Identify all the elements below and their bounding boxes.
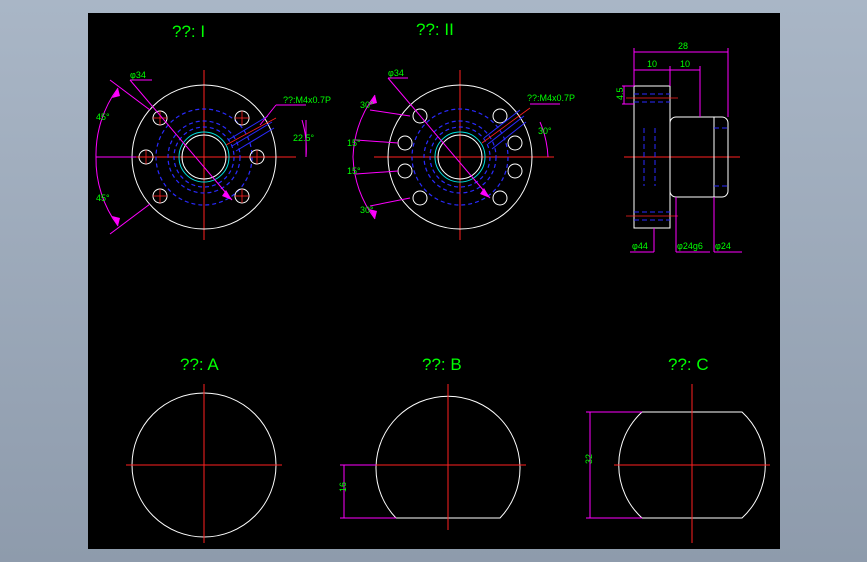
view-ii-bore-outer	[434, 131, 486, 183]
title-view-c: ??: C	[668, 355, 709, 374]
view-i-angle-1: 45°	[96, 112, 110, 122]
title-view-b: ??: B	[422, 355, 462, 374]
view-b-outline	[375, 395, 521, 519]
view-i-bore	[181, 134, 227, 180]
view-ii-arrows	[369, 95, 490, 219]
side-len-2: 10	[680, 59, 690, 69]
view-ii-angle-3: 15°	[347, 166, 361, 176]
view-i-dimensions	[95, 79, 307, 235]
title-view-ii: ??: II	[416, 20, 454, 39]
view-i: φ34 ??:M4x0.7P 45° 45° 22.5°	[95, 70, 331, 240]
side-view: 28 10 10 4.5 φ44 φ24g6 φ24	[615, 41, 742, 253]
view-i-thread-hatch	[227, 115, 275, 152]
side-thickness: 4.5	[615, 87, 625, 100]
view-b-dim-label: 16	[338, 482, 348, 492]
drawing-canvas[interactable]	[88, 13, 780, 549]
view-c-outline	[618, 411, 766, 519]
side-overall-dim: 28	[678, 41, 688, 51]
view-ii-dimensions	[352, 77, 560, 220]
side-view-dimensions	[622, 48, 742, 253]
view-i-angle-3: 22.5°	[293, 133, 315, 143]
view-i-angle-2: 45°	[96, 193, 110, 203]
side-view-body	[669, 116, 729, 198]
view-ii-flange-outline	[387, 84, 533, 230]
view-ii-hidden-circles	[411, 108, 509, 206]
view-ii-dia-label: φ34	[388, 68, 404, 78]
view-a	[126, 384, 282, 543]
view-a-centerlines	[126, 384, 282, 543]
view-ii-centerlines	[374, 70, 554, 240]
view-b-dimensions	[340, 464, 396, 519]
title-view-i: ??: I	[172, 22, 205, 41]
view-c-dim-label: 32	[584, 454, 594, 464]
side-dia-24g6: φ24g6	[677, 241, 703, 251]
view-i-thread-label: ??:M4x0.7P	[283, 95, 331, 105]
side-dia-44: φ44	[632, 241, 648, 251]
view-i-arrows	[112, 88, 232, 226]
side-len-1: 10	[647, 59, 657, 69]
view-b: 16	[338, 384, 526, 530]
view-ii-thread-hatch	[483, 109, 527, 150]
view-i-bore-outer	[178, 131, 230, 183]
view-c: 32	[584, 384, 770, 543]
title-view-a: ??: A	[180, 355, 219, 374]
side-view-hidden-lines	[634, 93, 728, 221]
view-ii-angle-1: 30°	[360, 100, 374, 110]
view-i-dia-label: φ34	[130, 70, 146, 80]
view-i-hole-centers	[139, 111, 264, 203]
view-ii-angle-4: 30°	[360, 205, 374, 215]
view-ii-thread-label: ??:M4x0.7P	[527, 93, 575, 103]
view-c-dimensions	[586, 411, 642, 519]
view-ii-angle-2: 15°	[347, 138, 361, 148]
view-ii-bore	[437, 134, 483, 180]
view-ii-angle-5: 30°	[538, 126, 552, 136]
side-dia-24: φ24	[715, 241, 731, 251]
view-ii: φ34 ??:M4x0.7P 30° 15° 15° 30° 30°	[347, 68, 575, 240]
view-c-centerlines	[614, 384, 770, 543]
view-b-centerlines	[370, 384, 526, 530]
